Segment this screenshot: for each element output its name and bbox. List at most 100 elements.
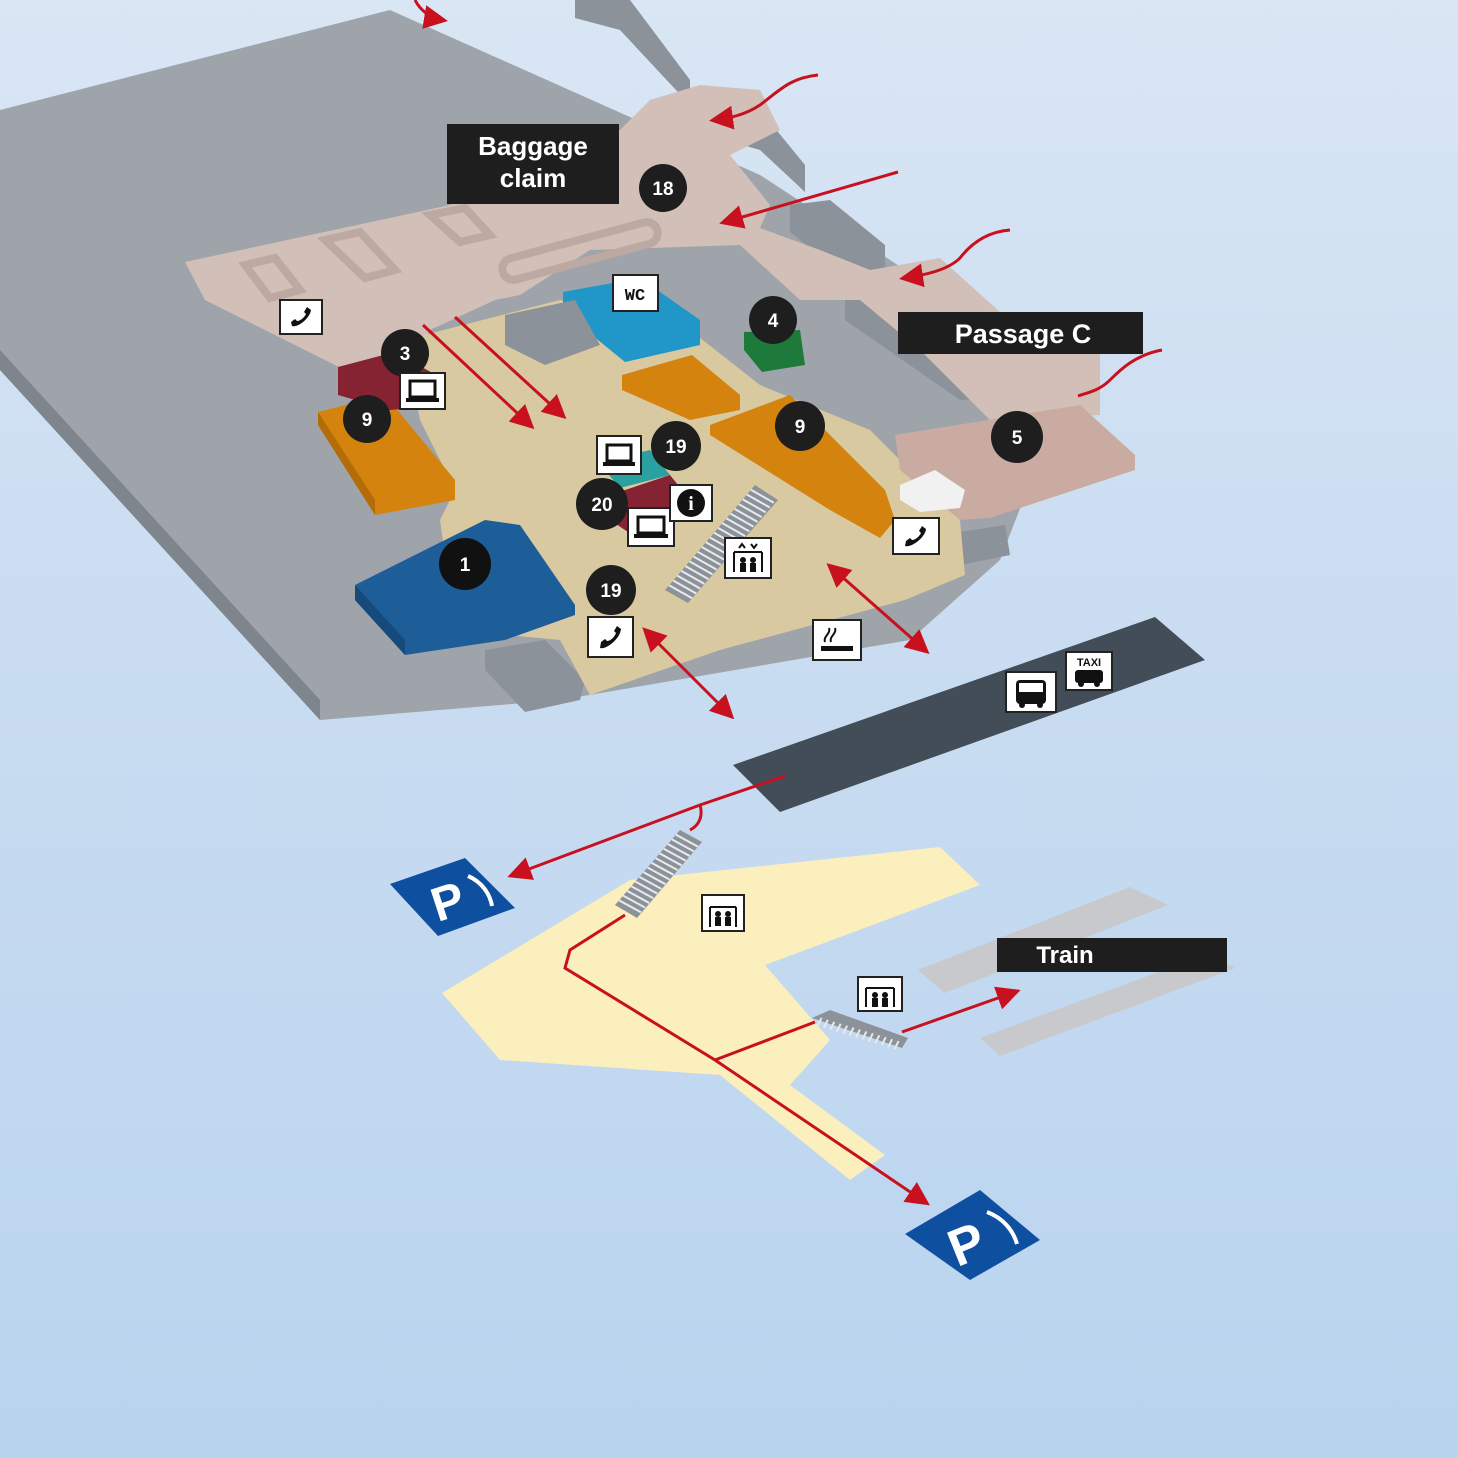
svg-text:19: 19 — [600, 581, 621, 602]
escalator-step — [672, 579, 697, 595]
escalator-step — [680, 570, 705, 585]
marker-4[interactable]: 4 — [749, 296, 797, 344]
phone-icon[interactable] — [587, 616, 634, 658]
marker-1[interactable]: 1 — [439, 538, 491, 590]
gate-block-3 — [790, 200, 885, 280]
bus-icon[interactable] — [1005, 671, 1057, 713]
svg-text:9: 9 — [362, 410, 373, 431]
parking-route-loop — [689, 804, 703, 832]
escalator-step — [750, 488, 775, 504]
wc-icon[interactable]: WC — [612, 274, 659, 312]
escalator-step — [618, 899, 642, 914]
marker-9-west[interactable]: 9 — [343, 395, 391, 443]
orange-shop-center — [622, 355, 740, 420]
elevator-icon[interactable] — [857, 976, 903, 1012]
escalator-step — [842, 1025, 849, 1035]
escalator-step — [746, 493, 771, 509]
baggage-claim-line1: Baggage — [478, 131, 588, 161]
escalator-step — [630, 885, 654, 900]
escalator-step — [667, 843, 691, 857]
arrival-arrow-4 — [1077, 348, 1163, 398]
escalator-step — [668, 584, 693, 600]
location-markers: 18 3 9 4 9 5 19 20 1 19 — [343, 164, 1043, 615]
smoking-icon[interactable] — [812, 619, 862, 661]
baggage-claim-label: Baggage claim — [447, 124, 619, 204]
escalator-step — [721, 522, 746, 538]
baggage-belt-4 — [498, 218, 662, 284]
elevator-icon[interactable] — [701, 894, 745, 932]
escalator-lower — [615, 830, 702, 918]
train-label-bg — [997, 938, 1227, 972]
lower-route-train — [714, 992, 1015, 1062]
laptop-icon[interactable] — [399, 372, 446, 410]
laptop-icon[interactable] — [627, 507, 675, 547]
escalator-step — [887, 1038, 894, 1048]
escalator-step — [725, 517, 750, 533]
escalator-step — [729, 512, 754, 528]
marker-5[interactable]: 5 — [991, 411, 1043, 463]
elevator-icon[interactable] — [724, 537, 772, 579]
escalator-step — [829, 1021, 836, 1031]
parking-icon[interactable]: P — [905, 1190, 1040, 1280]
gray-center-block — [505, 300, 600, 365]
escalator-step — [675, 833, 699, 848]
passage-c-text: Passage C — [955, 319, 1092, 349]
teal-wc-block — [563, 278, 700, 362]
escalator-step — [701, 546, 726, 561]
svg-text:TAXI: TAXI — [1077, 657, 1101, 669]
escalator-train — [812, 1010, 908, 1050]
marker-19-south[interactable]: 19 — [586, 565, 636, 615]
marker-9-east[interactable]: 9 — [775, 401, 825, 451]
escalator-lower-steps — [618, 833, 699, 914]
arrival-arrow-1 — [709, 73, 819, 130]
marker-19-cafe[interactable]: 19 — [651, 421, 701, 471]
arrival-arrow-3 — [899, 228, 1011, 288]
baggage-claim-label-bg — [447, 124, 619, 204]
marker-3[interactable]: 3 — [381, 329, 429, 377]
baggage-belt-2 — [316, 227, 403, 283]
svg-text:3: 3 — [400, 344, 411, 365]
arrival-arrow-top — [413, 0, 448, 29]
escalator-step — [693, 555, 718, 571]
arrival-arrow-2 — [719, 170, 899, 229]
svg-text:19: 19 — [665, 437, 686, 458]
info-icon[interactable]: i — [669, 484, 713, 522]
blue-shop-1-side — [355, 585, 405, 655]
svg-text:4: 4 — [768, 311, 779, 332]
svg-text:i: i — [688, 493, 694, 515]
baggage-belt-3 — [421, 203, 498, 247]
orange-shop-west-side — [318, 412, 375, 515]
escalator-step — [642, 871, 666, 886]
parking-route-north — [507, 774, 786, 880]
gate-block-1 — [575, 0, 690, 105]
train-label: Train — [997, 938, 1227, 972]
escalator-step — [647, 866, 670, 881]
escalator-step — [638, 875, 662, 890]
escalator-step — [893, 1040, 900, 1050]
svg-text:20: 20 — [591, 495, 612, 516]
marker-20[interactable]: 20 — [576, 478, 628, 530]
exit-arrow-west — [642, 627, 735, 720]
flow-arrow-center — [453, 315, 567, 420]
escalator-step — [855, 1029, 861, 1038]
laptop-icon[interactable] — [596, 435, 642, 475]
taxi-icon[interactable]: TAXI — [1065, 651, 1113, 691]
escalator-train-steps — [816, 1017, 900, 1050]
escalator-step — [626, 890, 650, 904]
escalator-step — [861, 1030, 868, 1040]
escalator-step — [874, 1034, 881, 1044]
passage-c-label: Passage C — [898, 312, 1143, 354]
phone-icon[interactable] — [279, 299, 323, 335]
passage-c-label-bg — [898, 312, 1143, 354]
exit-arrow-east — [826, 563, 930, 654]
green-shop-4 — [744, 330, 805, 372]
escalator-step — [622, 894, 646, 909]
phone-icon[interactable] — [892, 517, 940, 555]
marker-18[interactable]: 18 — [639, 164, 687, 212]
baggage-belt-1 — [238, 253, 307, 303]
escalator-step — [655, 857, 679, 872]
escalator-step — [848, 1027, 855, 1037]
escalator-step — [634, 880, 658, 895]
parking-icon[interactable]: P — [390, 858, 515, 936]
